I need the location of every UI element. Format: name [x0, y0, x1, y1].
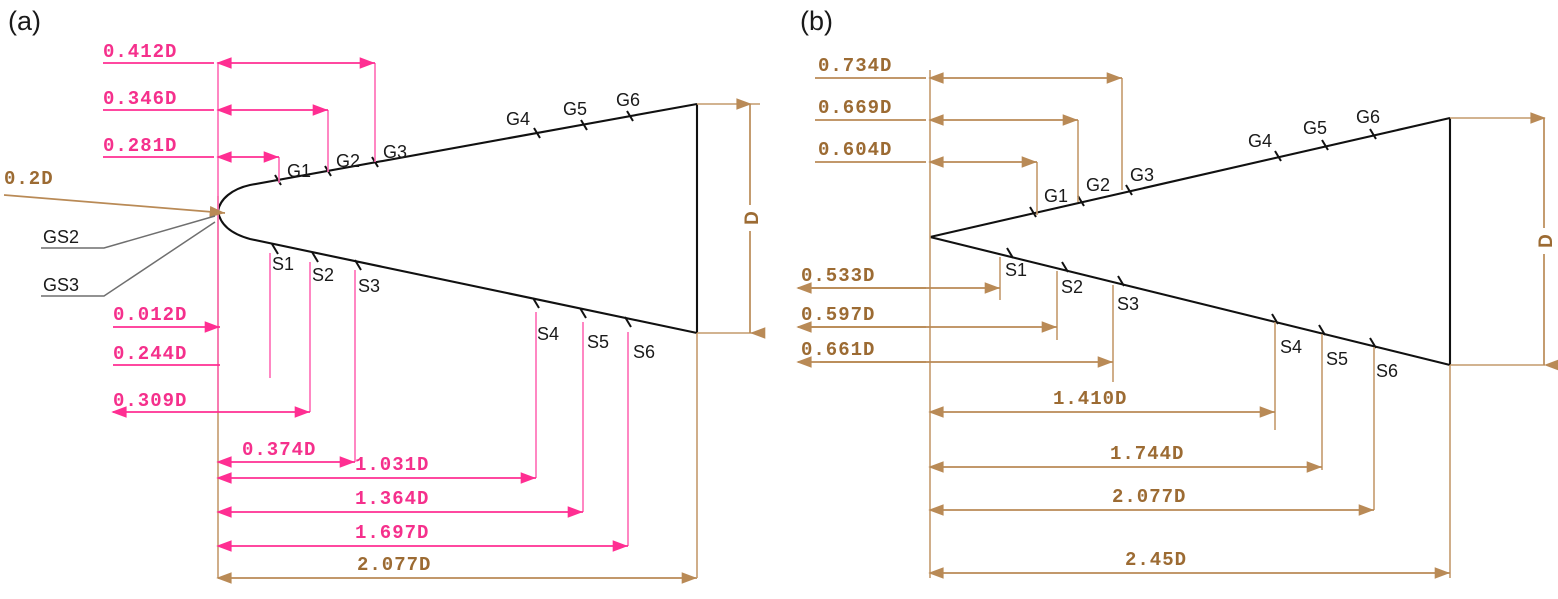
panel-b-label: (b) — [800, 6, 833, 36]
diameter-dim-b: D — [1450, 112, 1558, 371]
dim-0346D-label: 0.346D — [103, 88, 177, 110]
tag-S3-b: S3 — [1117, 294, 1139, 314]
diameter-label-a: D — [742, 211, 763, 225]
dim-2077D-label-a: 2.077D — [357, 554, 431, 576]
dim-1410D-label: 1.410D — [1053, 388, 1127, 410]
dim-0012D-label: 0.012D — [113, 304, 187, 326]
gs-leaders-a: GS2 GS3 — [41, 215, 216, 297]
tag-G6-b: G6 — [1356, 107, 1380, 127]
tag-G3: G3 — [383, 142, 407, 162]
station-ticks-upper-b — [1029, 128, 1377, 218]
tag-S5: S5 — [587, 332, 609, 352]
s-station-tags-b: S1 S2 S3 S4 S5 S6 — [1005, 260, 1398, 381]
tag-S1-b: S1 — [1005, 260, 1027, 280]
g-station-tags-a: G1 G2 G3 G4 G5 G6 — [287, 90, 640, 181]
dim-0533D-label: 0.533D — [801, 265, 875, 287]
panel-a: (a) — [3, 6, 766, 584]
tag-GS2: GS2 — [43, 227, 79, 247]
top-dims-b: 0.734D 0.669D 0.604D — [815, 55, 1123, 215]
dim-0734D-label: 0.734D — [818, 55, 892, 77]
g-station-tags-b: G1 G2 G3 G4 G5 G6 — [1044, 107, 1380, 206]
tag-S5-b: S5 — [1326, 349, 1348, 369]
tag-G2-b: G2 — [1086, 175, 1110, 195]
bottom-dims-b: 0.533D 0.597D 0.661D 1.410D 1.744D 2.077… — [796, 265, 1450, 579]
s-extension-lines-b — [999, 257, 1451, 578]
dim-0281D-label: 0.281D — [103, 135, 177, 157]
dim-2077D-label-b: 2.077D — [1112, 486, 1186, 508]
station-ticks-lower-b — [1006, 247, 1377, 349]
s-extension-lines-a — [269, 253, 629, 546]
tag-S2: S2 — [312, 265, 334, 285]
tag-GS3: GS3 — [43, 275, 79, 295]
dim-0604D-label: 0.604D — [818, 139, 892, 161]
body-outline-a — [216, 102, 699, 335]
tag-G4-b: G4 — [1248, 131, 1272, 151]
tag-S6-b: S6 — [1376, 361, 1398, 381]
tag-G6: G6 — [616, 90, 640, 110]
dim-0412D-label: 0.412D — [103, 41, 177, 63]
tag-S3: S3 — [358, 276, 380, 296]
tag-G1-b: G1 — [1044, 186, 1068, 206]
dim-0374D-label: 0.374D — [242, 439, 316, 461]
dim-1697D-label: 1.697D — [355, 522, 429, 544]
dim-245D-label: 2.45D — [1125, 549, 1187, 571]
tag-G3-b: G3 — [1130, 165, 1154, 185]
tag-S4: S4 — [537, 324, 559, 344]
tag-G5-b: G5 — [1303, 118, 1327, 138]
dim-0597D-label: 0.597D — [801, 304, 875, 326]
dim-1364D-label: 1.364D — [355, 488, 429, 510]
dim-02D-label: 0.2D — [4, 168, 54, 190]
top-dims-a: 0.412D 0.346D 0.281D — [103, 41, 376, 183]
bottom-dims-a: 0.012D 0.244D 0.309D 0.374D 1.031D 1.364… — [111, 304, 698, 584]
panel-b: (b) — [796, 6, 1558, 579]
dim-1031D-label: 1.031D — [355, 454, 429, 476]
tag-G2: G2 — [336, 151, 360, 171]
dim-1744D-label: 1.744D — [1110, 443, 1184, 465]
panel-a-label: (a) — [8, 6, 41, 36]
diameter-label-b: D — [1536, 234, 1557, 248]
dim-0309D-label: 0.309D — [113, 390, 187, 412]
dim-0669D-label: 0.669D — [818, 97, 892, 119]
tag-G5: G5 — [563, 99, 587, 119]
tag-S4-b: S4 — [1280, 337, 1302, 357]
station-ticks-lower-a — [271, 243, 632, 328]
tag-G1: G1 — [287, 161, 311, 181]
diameter-dim-a: D — [697, 98, 766, 339]
tag-G4: G4 — [506, 109, 530, 129]
tag-S1: S1 — [272, 254, 294, 274]
nose-annotation-a: 0.2D — [3, 168, 226, 218]
dim-0244D-label: 0.244D — [113, 343, 187, 365]
tag-S2-b: S2 — [1061, 277, 1083, 297]
s-station-tags-a: S1 S2 S3 S4 S5 S6 — [272, 254, 655, 362]
tag-S6: S6 — [633, 342, 655, 362]
dim-0661D-label: 0.661D — [801, 339, 875, 361]
body-outline-b — [929, 116, 1452, 367]
